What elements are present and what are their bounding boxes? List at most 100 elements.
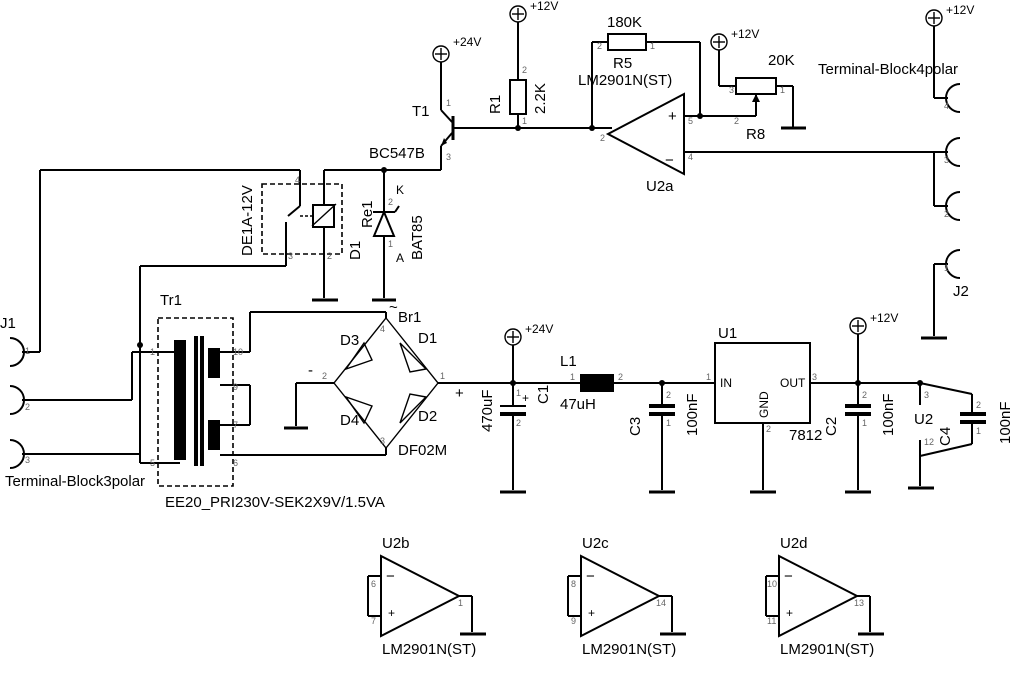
resistor-r1: R1 2.2K 2 1 — [487, 22, 549, 131]
br1-minus: - — [308, 362, 313, 379]
u2d-value: LM2901N(ST) — [780, 641, 874, 658]
svg-text:1: 1 — [458, 598, 463, 608]
u2-ref: U2 — [914, 411, 933, 428]
c4-value: 100nF — [997, 401, 1014, 444]
comparator-u2d: U2d − + 10 11 13 LM2901N(ST) — [765, 535, 884, 658]
svg-text:3: 3 — [25, 455, 30, 465]
c1-value: 470uF — [479, 389, 496, 432]
c3-ref: C3 — [627, 417, 644, 436]
c2-ref: C2 — [823, 417, 840, 436]
u1-out: OUT — [780, 376, 806, 390]
u1-in: IN — [720, 376, 732, 390]
supply-plus24-t1: +24V — [432, 35, 481, 63]
t1-value: BC547B — [369, 145, 425, 162]
svg-text:2: 2 — [734, 116, 739, 126]
svg-text:2: 2 — [322, 371, 327, 381]
comparator-u2a: + − U2a LM2901N(ST) 2 5 4 — [578, 72, 948, 195]
supply-plus24-c1: +24V — [504, 322, 553, 346]
re1-value: DE1A-12V — [239, 185, 256, 256]
r5-ref: R5 — [613, 55, 632, 72]
supply-label: +12V — [731, 27, 759, 41]
svg-text:4: 4 — [380, 324, 385, 334]
svg-text:7: 7 — [371, 616, 376, 626]
svg-text:2: 2 — [976, 400, 981, 410]
svg-text:2: 2 — [666, 390, 671, 400]
svg-text:1: 1 — [388, 239, 393, 249]
u2c-value: LM2901N(ST) — [582, 641, 676, 658]
d3-label: D3 — [340, 332, 359, 349]
svg-text:11: 11 — [767, 616, 776, 626]
svg-text:1: 1 — [570, 372, 575, 382]
svg-text:+: + — [668, 108, 677, 125]
svg-text:1: 1 — [516, 388, 521, 398]
capacitor-c3: C3 100nF 2 1 — [627, 383, 701, 494]
capacitor-c1: + 470uF C1 1 2 — [479, 345, 552, 494]
supply-label: +24V — [525, 322, 553, 336]
svg-text:6: 6 — [371, 579, 376, 589]
supply-label: +12V — [530, 0, 558, 13]
svg-text:9: 9 — [571, 616, 576, 626]
supply-label: +12V — [946, 3, 974, 17]
supply-plus12-r8: +12V — [710, 27, 759, 51]
svg-text:3: 3 — [288, 251, 293, 261]
supply-label: +24V — [453, 35, 481, 49]
br1-plus: + — [455, 385, 464, 402]
terminal-block-j2: Terminal-Block4polar 4 3 2 1 J2 — [818, 26, 969, 340]
relay-re1: DE1A-12V Re1 4 3 2 — [239, 170, 376, 261]
svg-text:2: 2 — [766, 424, 771, 434]
bat85-ref: D1 — [347, 241, 364, 260]
bridge-rectifier-br1: D3 D1 D4 D2 Br1 ~ - + DF02M 4 3 1 2 — [284, 299, 513, 459]
svg-text:1: 1 — [944, 263, 949, 273]
potentiometer-r8: 20K R8 3 1 2 — [684, 50, 806, 143]
u2b-ref: U2b — [382, 535, 410, 552]
supply-plus12-r1: +12V — [509, 0, 558, 23]
svg-text:5: 5 — [688, 116, 693, 126]
tr1-value: EE20_PRI230V-SEK2X9V/1.5VA — [165, 494, 385, 511]
u2b-value: LM2901N(ST) — [382, 641, 476, 658]
svg-text:4: 4 — [688, 152, 693, 162]
svg-text:12: 12 — [924, 437, 934, 447]
svg-text:10: 10 — [767, 579, 777, 589]
svg-text:9: 9 — [233, 382, 238, 392]
c1-plus: + — [522, 391, 529, 405]
svg-text:2: 2 — [25, 402, 30, 412]
svg-text:1: 1 — [522, 116, 527, 126]
l1-value: 47uH — [560, 396, 596, 413]
svg-text:3: 3 — [380, 436, 385, 446]
r8-ref: R8 — [746, 126, 765, 143]
r1-value: 2.2K — [532, 83, 549, 114]
r1-ref: R1 — [487, 95, 504, 114]
u2a-ref: U2a — [646, 178, 674, 195]
br1-value: DF02M — [398, 442, 447, 459]
svg-text:4: 4 — [295, 175, 300, 185]
bat85-cathode: K — [396, 183, 404, 197]
svg-text:2: 2 — [600, 133, 605, 143]
resistor-r5: 180K R5 2 1 — [589, 14, 703, 131]
d4-label: D4 — [340, 412, 359, 429]
u2d-ref: U2d — [780, 535, 808, 552]
l1-ref: L1 — [560, 353, 577, 370]
u1-value: 7812 — [789, 427, 822, 444]
svg-text:−: − — [586, 568, 595, 585]
svg-text:10: 10 — [233, 347, 243, 357]
svg-text:2: 2 — [862, 390, 867, 400]
svg-text:6: 6 — [233, 458, 238, 468]
bat85-value: BAT85 — [409, 215, 426, 260]
capacitor-c2: C2 100nF 2 1 — [823, 334, 897, 494]
j2-ref: J2 — [953, 283, 969, 300]
comparator-u2b: U2b − + 6 7 1 LM2901N(ST) — [367, 535, 486, 658]
svg-text:1: 1 — [150, 347, 155, 357]
svg-text:3: 3 — [446, 152, 451, 162]
svg-text:1: 1 — [25, 346, 30, 356]
svg-text:3: 3 — [812, 372, 817, 382]
svg-text:1: 1 — [666, 418, 671, 428]
supply-label: +12V — [870, 311, 898, 325]
svg-text:2: 2 — [522, 65, 527, 75]
svg-text:4: 4 — [944, 101, 949, 111]
svg-text:2: 2 — [618, 372, 623, 382]
transformer-tr1: Tr1 1 5 10 9 7 6 EE20_PRI230V-SEK2X9V/1.… — [150, 292, 386, 511]
c2-value: 100nF — [880, 393, 897, 436]
svg-text:3: 3 — [944, 155, 949, 165]
regulator-u1: U1 IN OUT GND 7812 1 3 2 — [706, 325, 822, 494]
u1-ref: U1 — [718, 325, 737, 342]
